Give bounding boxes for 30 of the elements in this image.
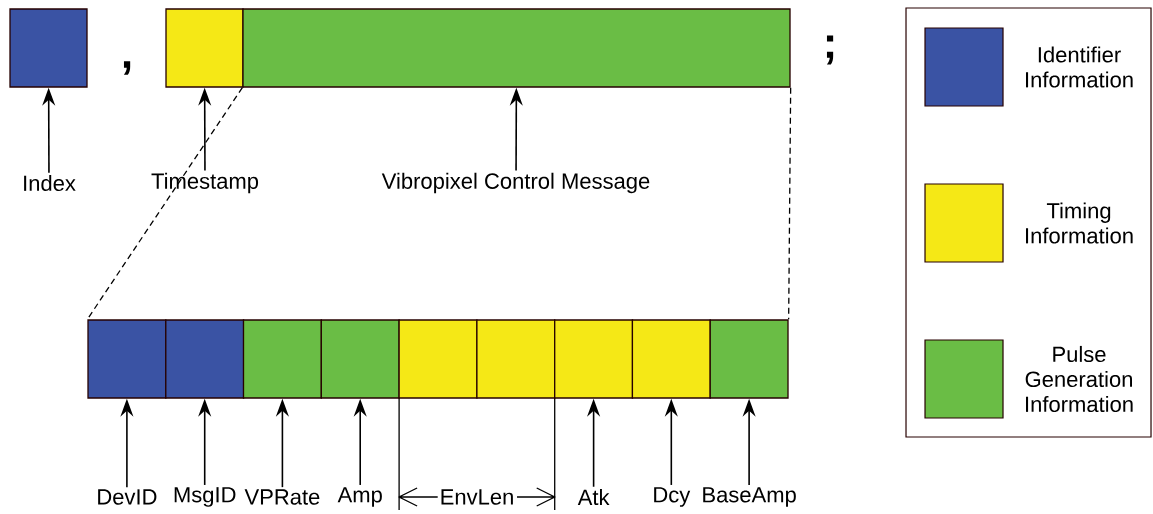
field-label: Dcy [654, 487, 691, 507]
zoom-line [86, 87, 243, 320]
field-label: Index [24, 174, 76, 192]
legend-label: Pulse Generation Information [1025, 345, 1133, 413]
field-label: Atk [577, 488, 610, 506]
field-box [87, 319, 167, 399]
field-label: Amp [337, 487, 382, 507]
field-box [476, 319, 556, 399]
punctuation-mark: ; [826, 35, 834, 65]
field-box [320, 319, 400, 399]
field-box [242, 8, 791, 88]
legend-label: Timing Information [1026, 202, 1133, 244]
legend-label: Identifier Information [1026, 46, 1133, 88]
field-box [165, 319, 245, 399]
field-box [631, 319, 711, 399]
field-box [242, 319, 322, 399]
field-box [554, 319, 634, 399]
field-label: BaseAmp [703, 487, 796, 507]
field-label: DevID [98, 489, 157, 505]
field-box [9, 8, 88, 88]
field-label: MsgID [174, 487, 236, 507]
field-box [165, 8, 244, 88]
field-box [398, 319, 478, 399]
punctuation-mark: , [123, 61, 131, 75]
field-label: EnvLen [437, 487, 517, 507]
field-label: Vibropixel Control Message [381, 172, 650, 194]
zoom-line [788, 87, 792, 320]
field-label: Timestamp [151, 172, 259, 194]
field-box [709, 319, 789, 399]
field-label: VPRate [244, 489, 320, 505]
